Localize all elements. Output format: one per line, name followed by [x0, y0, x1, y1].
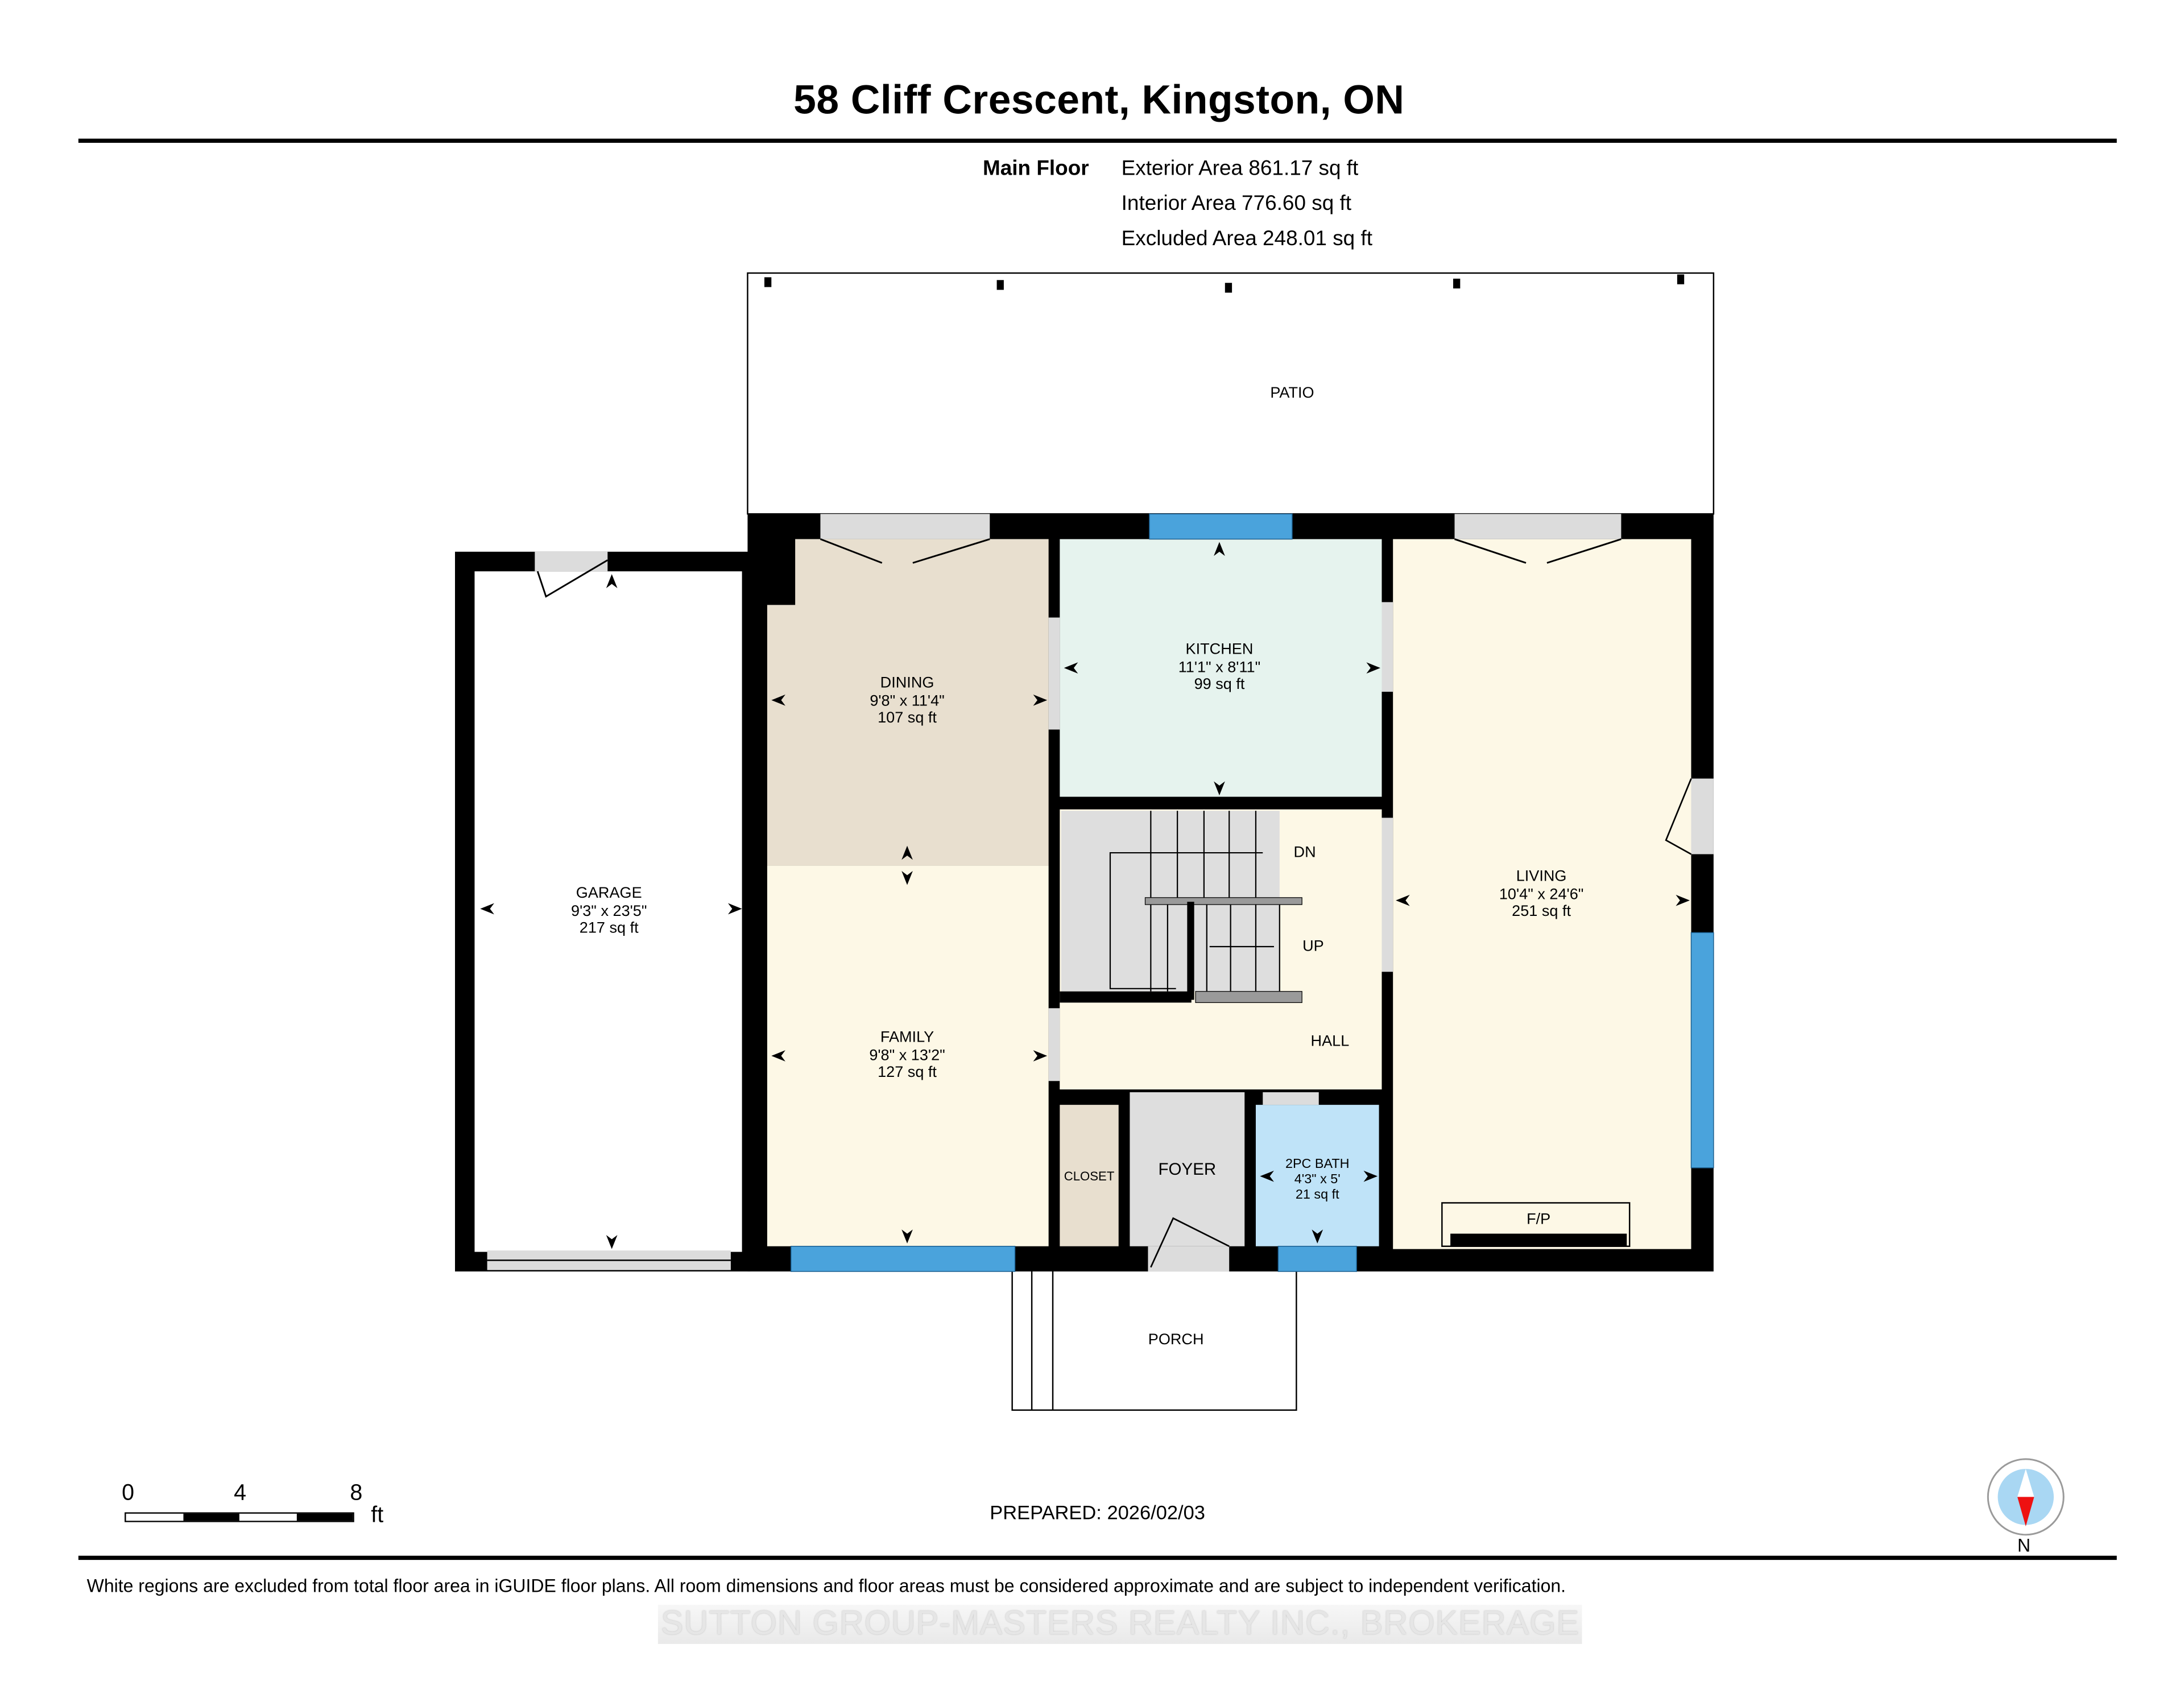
- brokerage-watermark: SUTTON GROUP-MASTERS REALTY INC., BROKER…: [657, 1604, 1583, 1644]
- foyer-floor: [1130, 1092, 1245, 1246]
- exterior-area: Exterior Area 861.17 sq ft: [1121, 156, 1359, 181]
- stairs-down-label: DN: [1293, 844, 1316, 861]
- room-dims: 9'8" x 11'4": [870, 692, 945, 709]
- page-title: 58 Cliff Crescent, Kingston, ON: [793, 78, 1405, 123]
- room-2pc-bath: 2PC BATH 4'3" x 5' 21 sq ft: [1285, 1157, 1350, 1203]
- room-foyer: FOYER: [1158, 1159, 1217, 1179]
- room-dims: 4'3" x 5': [1294, 1172, 1341, 1188]
- excluded-area: Excluded Area 248.01 sq ft: [1121, 226, 1373, 251]
- room-patio: PATIO: [1270, 385, 1314, 403]
- footer-divider: [78, 1555, 2117, 1560]
- stairs-up-label: UP: [1302, 938, 1324, 955]
- garage-floor: [474, 571, 742, 1252]
- patio-area: [747, 272, 1715, 515]
- compass-north-label: N: [2017, 1534, 2031, 1556]
- scale-unit: ft: [371, 1504, 384, 1528]
- scale-tick-4: 4: [234, 1481, 246, 1506]
- room-area: 107 sq ft: [878, 709, 937, 727]
- hall-floor: [1060, 1002, 1382, 1090]
- living-floor: [1393, 539, 1691, 1249]
- room-name: FAMILY: [880, 1029, 934, 1046]
- scale-tick-8: 8: [350, 1481, 363, 1506]
- kitchen-floor: [1060, 539, 1382, 797]
- room-family: FAMILY 9'8" x 13'2" 127 sq ft: [869, 1029, 945, 1081]
- interior-area: Interior Area 776.60 sq ft: [1121, 192, 1352, 216]
- room-closet: CLOSET: [1064, 1169, 1115, 1183]
- family-floor: [767, 865, 1049, 1246]
- room-kitchen: KITCHEN 11'1" x 8'11" 99 sq ft: [1178, 641, 1260, 693]
- room-hall: HALL: [1310, 1033, 1350, 1051]
- room-area: 127 sq ft: [878, 1064, 937, 1081]
- scale-tick-0: 0: [122, 1481, 135, 1506]
- room-area: 21 sq ft: [1295, 1187, 1339, 1203]
- room-garage: GARAGE 9'3" x 23'5" 217 sq ft: [571, 885, 647, 938]
- north-compass-icon: [1987, 1458, 2065, 1536]
- room-area: 251 sq ft: [1512, 903, 1571, 920]
- wall-openings: [1048, 602, 1714, 1272]
- room-dining: DINING 9'8" x 11'4" 107 sq ft: [870, 675, 944, 727]
- room-name: GARAGE: [576, 885, 642, 902]
- dining-floor: [767, 539, 1049, 866]
- prepared-date: PREPARED: 2026/02/03: [990, 1501, 1205, 1524]
- room-dims: 11'1" x 8'11": [1178, 659, 1261, 676]
- room-name: DINING: [880, 675, 934, 692]
- room-name: PATIO: [1270, 385, 1314, 402]
- room-name: LIVING: [1516, 868, 1567, 885]
- floor-name: Main Floor: [982, 156, 1089, 181]
- scale-bar: [125, 1512, 354, 1522]
- windows: [791, 513, 1714, 1272]
- patio-posts: [764, 274, 1685, 293]
- header-divider: [78, 138, 2117, 143]
- room-area: 217 sq ft: [579, 920, 639, 937]
- room-name: 2PC BATH: [1285, 1157, 1350, 1172]
- dimension-arrows: [480, 542, 1690, 1249]
- room-dims: 9'8" x 13'2": [869, 1046, 945, 1064]
- garage-side-door: [535, 551, 608, 572]
- room-dims: 10'4" x 24'6": [1499, 885, 1584, 903]
- porch-area: [1011, 1269, 1297, 1411]
- disclaimer-text: White regions are excluded from total fl…: [86, 1575, 1566, 1597]
- closet-floor: [1060, 1105, 1119, 1246]
- fireplace: [1441, 1202, 1631, 1247]
- room-dims: 9'3" x 23'5": [571, 902, 647, 919]
- fireplace-label: F/P: [1527, 1211, 1551, 1228]
- room-porch: PORCH: [1148, 1331, 1204, 1349]
- room-living: LIVING 10'4" x 24'6" 251 sq ft: [1499, 868, 1583, 920]
- room-area: 99 sq ft: [1194, 676, 1245, 693]
- patio-doors: [820, 514, 1622, 564]
- bath-floor: [1255, 1105, 1379, 1246]
- stair-treads: [1109, 811, 1280, 992]
- room-name: KITCHEN: [1185, 641, 1254, 658]
